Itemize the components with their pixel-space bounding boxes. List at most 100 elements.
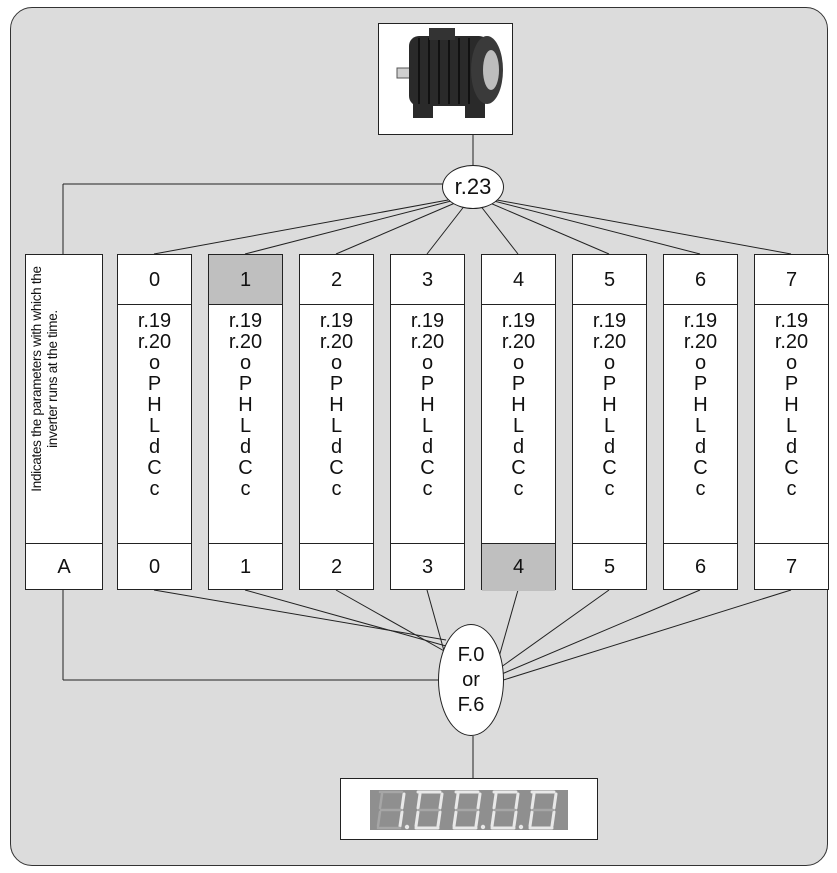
parameter-item: P [784, 373, 799, 395]
parameter-item: r.20 [774, 331, 809, 353]
parameter-item: H [238, 394, 253, 416]
column-header: 7 [755, 255, 828, 305]
column-footer: 7 [755, 543, 828, 591]
description-text: Indicates the parameters with which the … [29, 266, 60, 492]
description-column: Indicates the parameters with which the … [25, 254, 103, 590]
parameter-item: L [148, 415, 161, 437]
parameter-item: P [602, 373, 617, 395]
parameter-item: c [422, 478, 433, 500]
column-footer: 0 [118, 543, 191, 591]
parameter-item: C [511, 457, 526, 479]
parameter-item: r.20 [683, 331, 718, 353]
parameter-item: C [238, 457, 253, 479]
parameter-item: P [147, 373, 162, 395]
parameter-item: r.19 [774, 310, 809, 332]
selector-line-3: F.6 [457, 693, 485, 716]
parameter-item: H [602, 394, 617, 416]
column-header: 3 [391, 255, 464, 305]
parameter-item: c [513, 478, 524, 500]
parameter-item: o [148, 352, 161, 374]
column-header: 0 [118, 255, 191, 305]
seven-segment-digits [376, 790, 558, 830]
parameter-item: H [693, 394, 708, 416]
parameter-item: r.19 [501, 310, 536, 332]
parameter-item: C [329, 457, 344, 479]
column-footer: 4 [482, 543, 555, 591]
column-footer: 2 [300, 543, 373, 591]
f0-f6-selector-node: F.0 or F.6 [438, 624, 504, 736]
column-header: 1 [209, 255, 282, 305]
parameter-item: H [147, 394, 162, 416]
parameter-item: o [603, 352, 616, 374]
parameter-item: r.19 [228, 310, 263, 332]
display-screen [370, 790, 568, 830]
column-footer: 6 [664, 543, 737, 591]
selector-line-1: F.0 [457, 643, 485, 666]
parameter-item: o [785, 352, 798, 374]
parameter-item: d [694, 436, 707, 458]
column-header: 6 [664, 255, 737, 305]
parameter-item: d [330, 436, 343, 458]
parameter-item: r.19 [410, 310, 445, 332]
parameter-item: r.20 [410, 331, 445, 353]
parameter-item: C [420, 457, 435, 479]
parameter-item: H [420, 394, 435, 416]
parameter-item: r.20 [592, 331, 627, 353]
parameter-item: P [329, 373, 344, 395]
parameter-item: c [149, 478, 160, 500]
parameter-item: d [239, 436, 252, 458]
column-footer: 3 [391, 543, 464, 591]
parameter-item: c [604, 478, 615, 500]
parameter-item: C [602, 457, 617, 479]
parameter-item: L [239, 415, 252, 437]
parameter-item: c [786, 478, 797, 500]
led-display [340, 778, 598, 840]
parameter-item: P [420, 373, 435, 395]
parameter-item: L [694, 415, 707, 437]
parameter-item: r.19 [137, 310, 172, 332]
parameter-item: L [421, 415, 434, 437]
parameter-item: r.19 [683, 310, 718, 332]
column-header: 2 [300, 255, 373, 305]
description-cell: Indicates the parameters with which the … [26, 255, 102, 543]
column-header: 4 [482, 255, 555, 305]
parameter-item: H [511, 394, 526, 416]
r23-selector-node: r.23 [442, 165, 504, 209]
parameter-item: P [238, 373, 253, 395]
description-footer: A [26, 543, 102, 591]
parameter-item: C [784, 457, 799, 479]
parameter-item: d [148, 436, 161, 458]
column-footer: 1 [209, 543, 282, 591]
parameter-item: c [331, 478, 342, 500]
parameter-item: o [512, 352, 525, 374]
parameter-item: r.20 [228, 331, 263, 353]
column-header: 5 [573, 255, 646, 305]
parameter-item: L [512, 415, 525, 437]
parameter-item: L [603, 415, 616, 437]
parameter-item: r.19 [319, 310, 354, 332]
parameter-item: o [239, 352, 252, 374]
parameter-item: c [240, 478, 251, 500]
parameter-item: o [421, 352, 434, 374]
parameter-item: C [693, 457, 708, 479]
motor-image [378, 23, 513, 135]
parameter-item: o [694, 352, 707, 374]
parameter-item: o [330, 352, 343, 374]
parameter-item: d [603, 436, 616, 458]
parameter-item: L [785, 415, 798, 437]
motor-icon [379, 24, 512, 134]
parameter-item: r.20 [319, 331, 354, 353]
